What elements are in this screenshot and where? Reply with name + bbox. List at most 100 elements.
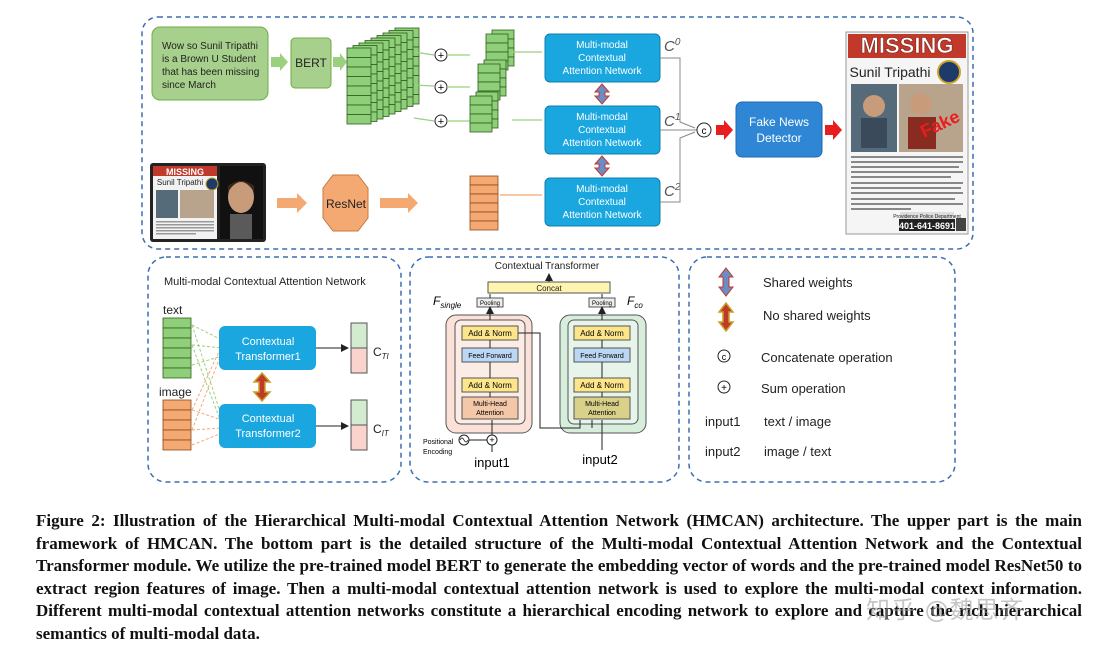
svg-text:C0: C0	[664, 37, 681, 55]
c-ti-label: CTI	[373, 345, 390, 361]
svg-text:MISSING: MISSING	[861, 33, 954, 58]
svg-text:No shared weights: No shared weights	[763, 308, 871, 323]
orange-arrow-to-resnet	[277, 193, 307, 213]
bl-text-vector	[162, 317, 192, 379]
svg-text:Pooling: Pooling	[592, 301, 612, 307]
svg-text:MISSING: MISSING	[166, 167, 204, 177]
resnet-label: ResNet	[326, 197, 367, 211]
region-feature-vector	[469, 175, 499, 231]
svg-text:text / image: text / image	[764, 414, 831, 429]
lines-to-concat	[660, 57, 697, 203]
svg-text:Transformer2: Transformer2	[235, 428, 301, 440]
mcan-box-2: Multi-modal Contextual Attention Network	[544, 177, 661, 227]
c-it-label: CIT	[373, 422, 390, 438]
cross-connections	[191, 324, 223, 446]
text-token-cell	[162, 367, 192, 379]
svg-text:+: +	[489, 435, 494, 445]
mcan-box-0: Multi-modal Contextual Attention Network	[544, 33, 661, 83]
svg-text:Concat: Concat	[536, 284, 562, 293]
svg-text:image / text: image / text	[764, 444, 832, 459]
tweet-text-line: that has been missing	[162, 67, 259, 78]
c-level-labels: C0 C1 C2	[664, 37, 681, 200]
image-label: image	[159, 385, 192, 399]
svg-text:Multi-modal: Multi-modal	[576, 40, 628, 51]
svg-text:c: c	[702, 126, 707, 137]
svg-text:input2: input2	[705, 444, 740, 459]
svg-text:c: c	[722, 352, 727, 362]
region-feature-cell	[469, 211, 499, 222]
mcan-detail-title: Multi-modal Contextual Attention Network	[164, 276, 366, 288]
watermark: 知乎 @魏思齐	[866, 596, 1025, 624]
svg-text:Shared weights: Shared weights	[763, 275, 853, 290]
contextual-transformer-1	[219, 326, 316, 370]
text-token-cell	[162, 327, 192, 339]
sum-legend-icon	[717, 380, 731, 394]
svg-text:Multi-modal: Multi-modal	[576, 184, 628, 195]
region-feature-cell	[469, 184, 499, 195]
red-arrow-to-detector	[716, 120, 733, 140]
no-shared-weights-icon	[252, 371, 272, 403]
image-region-cell	[162, 429, 192, 441]
image-region-cell	[162, 419, 192, 431]
svg-text:Contextual: Contextual	[578, 125, 626, 136]
svg-text:+: +	[438, 82, 444, 94]
svg-text:Contextual: Contextual	[578, 197, 626, 208]
text-token-cell	[162, 317, 192, 329]
svg-text:Add & Norm: Add & Norm	[468, 381, 512, 390]
svg-text:Attention Network: Attention Network	[563, 210, 643, 221]
svg-text:Attention: Attention	[588, 410, 616, 417]
token-embedding-cell	[346, 76, 372, 87]
svg-text:Attention Network: Attention Network	[563, 66, 643, 77]
svg-text:+: +	[721, 383, 727, 394]
input2-label: input2	[582, 452, 617, 467]
svg-text:Detector: Detector	[756, 131, 801, 145]
f-single-label: Fsingle	[433, 294, 462, 310]
level-vector-cell	[477, 72, 501, 83]
svg-text:C1: C1	[664, 112, 680, 130]
svg-text:Multi-modal: Multi-modal	[576, 112, 628, 123]
svg-text:Sunil Tripathi: Sunil Tripathi	[157, 178, 203, 187]
text-label: text	[163, 303, 183, 317]
level-vector-cell	[477, 81, 501, 92]
tweet-text-box	[151, 26, 269, 101]
figure-caption: Figure 2: Illustration of the Hierarchic…	[36, 511, 1082, 643]
svg-text:Attention: Attention	[476, 410, 504, 417]
text-token-cell	[162, 337, 192, 349]
top-panel-border	[141, 16, 974, 250]
svg-text:Concatenate operation: Concatenate operation	[761, 350, 893, 365]
svg-text:Encoding: Encoding	[423, 449, 452, 456]
svg-text:Pooling: Pooling	[480, 301, 500, 307]
level-vector-cell	[469, 95, 493, 106]
image-region-cell	[162, 439, 192, 451]
level-vector-cell	[477, 63, 501, 74]
svg-text:Fake News: Fake News	[749, 115, 809, 129]
token-embedding-cell	[346, 57, 372, 68]
region-feature-cell	[469, 220, 499, 231]
region-feature-cell	[469, 202, 499, 213]
c-ti-vector	[350, 322, 368, 374]
svg-text:401-641-8691: 401-641-8691	[899, 221, 955, 231]
arrows-to-mcan	[500, 51, 542, 196]
image-input-thumbnail: MISSING Sunil Tripathi	[150, 163, 266, 242]
svg-text:Feed Forward: Feed Forward	[468, 353, 512, 360]
svg-text:input1: input1	[705, 414, 740, 429]
contextual-transformer-title: Contextual Transformer	[495, 261, 600, 272]
shared-weights-icon	[593, 83, 611, 177]
positional-encoding-label: Positional	[423, 439, 454, 446]
token-embedding-cell	[346, 114, 372, 125]
concat-icon	[696, 122, 712, 138]
hmcan-figure: Wow so Sunil Tripathi is a Brown U Stude…	[141, 16, 974, 483]
fake-news-detector-box	[735, 101, 823, 158]
tweet-text-line: Wow so Sunil Tripathi	[162, 41, 258, 52]
svg-text:Attention Network: Attention Network	[563, 138, 643, 149]
mcan-detail-panel-border	[147, 256, 402, 483]
image-region-cell	[162, 409, 192, 421]
svg-text:Transformer1: Transformer1	[235, 351, 301, 363]
bert-box	[290, 37, 332, 89]
svg-text:C2: C2	[664, 182, 681, 200]
sum-operations: + + +	[413, 48, 470, 128]
svg-text:Multi-Head: Multi-Head	[473, 401, 507, 408]
orange-arrow-from-resnet	[380, 193, 418, 213]
contextual-transformer-panel-border	[409, 256, 680, 483]
level-vector-cell	[485, 33, 509, 44]
